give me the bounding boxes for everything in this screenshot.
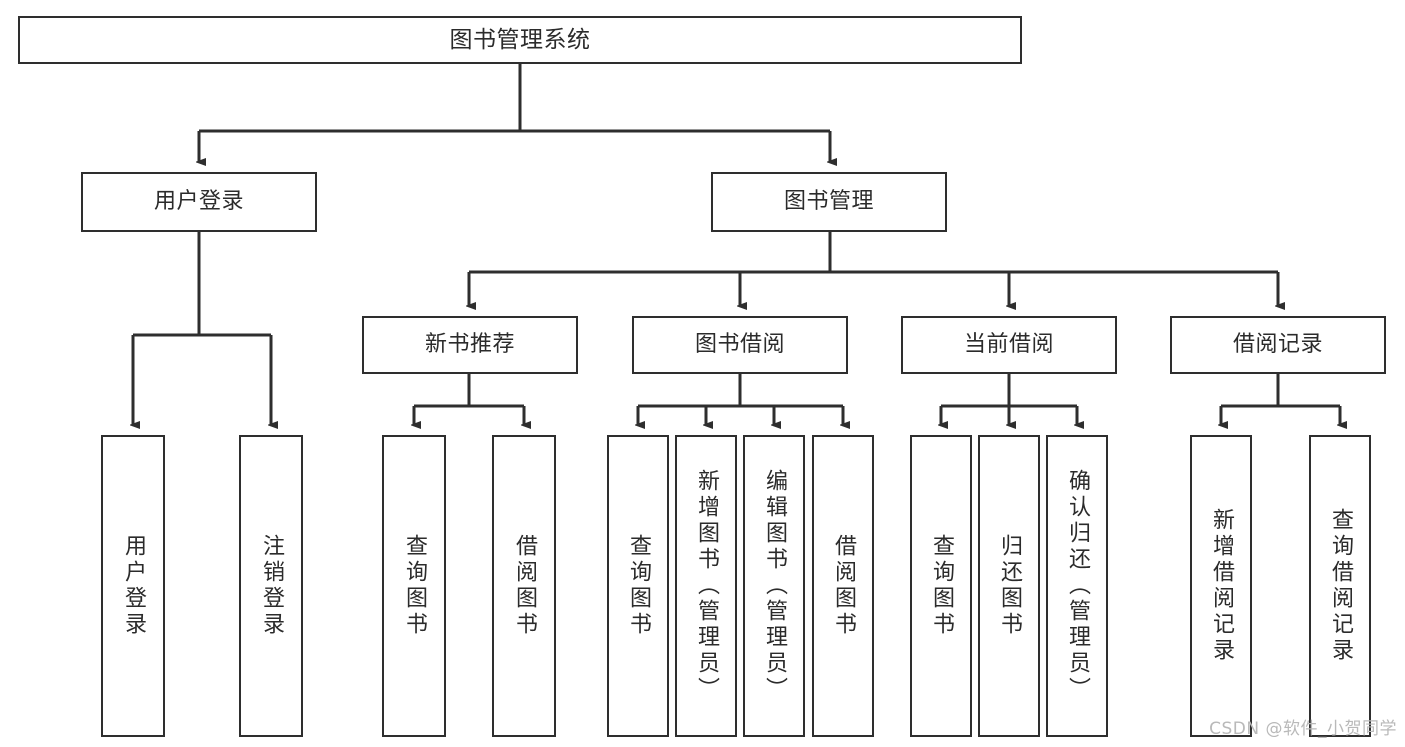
node-user-login[interactable]: 用户登录	[81, 172, 317, 232]
node-label: 用户登录	[153, 189, 244, 215]
leaf-query-book-new-rec[interactable]: 查询图书	[382, 435, 446, 737]
node-label: 借阅记录	[1232, 332, 1323, 358]
leaf-logout[interactable]: 注销登录	[239, 435, 303, 737]
node-label: 查询借阅记录	[1328, 508, 1353, 664]
node-label: 注销登录	[259, 534, 284, 638]
node-label: 新增图书（管理员）	[694, 469, 719, 703]
leaf-borrow-book-new-rec[interactable]: 借阅图书	[492, 435, 556, 737]
node-label: 图书借阅	[694, 332, 785, 358]
node-new-book-recommendation[interactable]: 新书推荐	[362, 316, 578, 374]
node-borrow-record[interactable]: 借阅记录	[1170, 316, 1386, 374]
leaf-borrow-book[interactable]: 借阅图书	[812, 435, 874, 737]
node-label: 查询图书	[929, 534, 954, 638]
leaf-add-book[interactable]: 新增图书（管理员）	[675, 435, 737, 737]
node-label: 图书管理系统	[449, 26, 591, 53]
node-label: 新书推荐	[424, 332, 515, 358]
node-label: 归还图书	[997, 534, 1022, 638]
leaf-user-login[interactable]: 用户登录	[101, 435, 165, 737]
node-label: 查询图书	[626, 534, 651, 638]
node-label: 当前借阅	[963, 332, 1054, 358]
node-label: 编辑图书（管理员）	[762, 469, 787, 703]
node-label: 用户登录	[121, 534, 146, 638]
leaf-query-book-current[interactable]: 查询图书	[910, 435, 972, 737]
leaf-query-book-borrow[interactable]: 查询图书	[607, 435, 669, 737]
leaf-confirm-return[interactable]: 确认归还（管理员）	[1046, 435, 1108, 737]
leaf-query-borrow-record[interactable]: 查询借阅记录	[1309, 435, 1371, 737]
node-book-management[interactable]: 图书管理	[711, 172, 947, 232]
node-label: 新增借阅记录	[1209, 508, 1234, 664]
node-root-book-management-system[interactable]: 图书管理系统	[18, 16, 1022, 64]
node-label: 查询图书	[402, 534, 427, 638]
node-label: 借阅图书	[831, 534, 856, 638]
node-book-borrow[interactable]: 图书借阅	[632, 316, 848, 374]
node-label: 图书管理	[783, 189, 874, 215]
leaf-edit-book[interactable]: 编辑图书（管理员）	[743, 435, 805, 737]
leaf-add-borrow-record[interactable]: 新增借阅记录	[1190, 435, 1252, 737]
node-label: 确认归还（管理员）	[1065, 469, 1090, 703]
node-current-borrow[interactable]: 当前借阅	[901, 316, 1117, 374]
leaf-return-book[interactable]: 归还图书	[978, 435, 1040, 737]
node-label: 借阅图书	[512, 534, 537, 638]
